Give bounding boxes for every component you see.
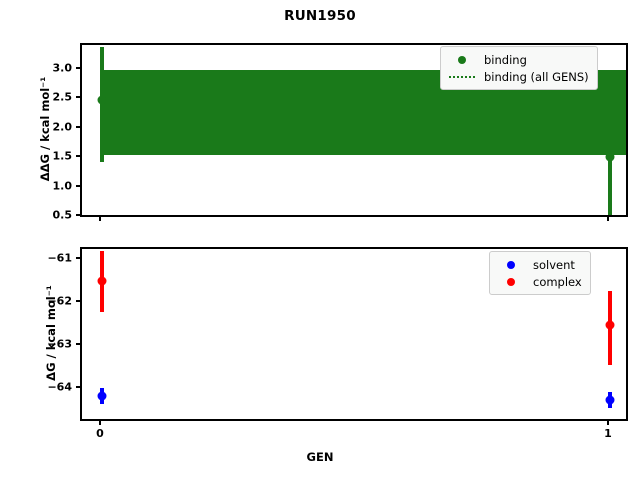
legend-label-binding: binding [484, 52, 527, 67]
xtick-label-1: 1 [604, 427, 612, 440]
complex-marker-gen1 [605, 320, 615, 330]
figure-title: RUN1950 [284, 8, 356, 24]
bottom-ytick-label--62: −62 [47, 294, 72, 308]
bottom-panel-ylabel: ΔG / kcal mol⁻¹ [44, 285, 58, 381]
legend-item-solvent[interactable]: solvent [496, 256, 582, 273]
complex-marker-gen0 [97, 276, 107, 286]
legend-label-solvent: solvent [533, 257, 575, 272]
binding-errorbar-gen1 [608, 155, 612, 215]
top-ytick-mark [76, 214, 80, 216]
binding-errorbar-gen0 [100, 47, 104, 162]
bottom-ytick-mark [76, 300, 80, 302]
bottom-ytick-mark [76, 343, 80, 345]
solvent-marker-gen1 [605, 395, 615, 405]
bottom-xtick-mark [99, 421, 101, 425]
top-ytick-label-1.0: 1.0 [52, 179, 73, 193]
top-ytick-mark [76, 155, 80, 157]
dotted-line-icon [447, 75, 477, 78]
top-ytick-label-2.0: 2.0 [52, 120, 73, 134]
solvent-marker-gen0 [97, 391, 107, 401]
top-ytick-label-3.0: 3.0 [52, 61, 73, 75]
complex-dot-icon [496, 277, 526, 286]
xtick-label-0: 0 [96, 427, 104, 440]
binding-marker-gen1 [605, 152, 615, 162]
top-ytick-mark [76, 96, 80, 98]
legend-item-binding-all-gens[interactable]: binding (all GENS) [447, 68, 589, 85]
bottom-panel-plot-area [82, 249, 626, 419]
top-panel-legend: binding binding (all GENS) [440, 46, 598, 90]
solvent-dot-icon [496, 260, 526, 269]
binding-dot-icon [447, 55, 477, 64]
legend-item-binding[interactable]: binding [447, 51, 589, 68]
bottom-ytick-label--61: −61 [47, 251, 72, 265]
bottom-xtick-mark [607, 421, 609, 425]
top-ytick-label-0.5: 0.5 [52, 208, 73, 222]
top-xtick-mark [99, 217, 101, 221]
top-ytick-mark [76, 67, 80, 69]
bottom-ytick-label--63: −63 [47, 337, 72, 351]
legend-label-complex: complex [533, 274, 582, 289]
top-xtick-mark [607, 217, 609, 221]
x-axis-label: GEN [306, 450, 334, 464]
legend-item-complex[interactable]: complex [496, 273, 582, 290]
top-ytick-label-1.5: 1.5 [52, 149, 73, 163]
top-ytick-mark [76, 185, 80, 187]
bottom-ytick-label--64: −64 [47, 380, 72, 394]
binding-marker-gen0 [97, 95, 107, 105]
bottom-ytick-mark [76, 257, 80, 259]
legend-label-binding-all-gens: binding (all GENS) [484, 69, 589, 84]
top-ytick-mark [76, 126, 80, 128]
top-ytick-label-2.5: 2.5 [52, 90, 73, 104]
bottom-ytick-mark [76, 386, 80, 388]
bottom-panel-legend: solvent complex [489, 251, 591, 295]
